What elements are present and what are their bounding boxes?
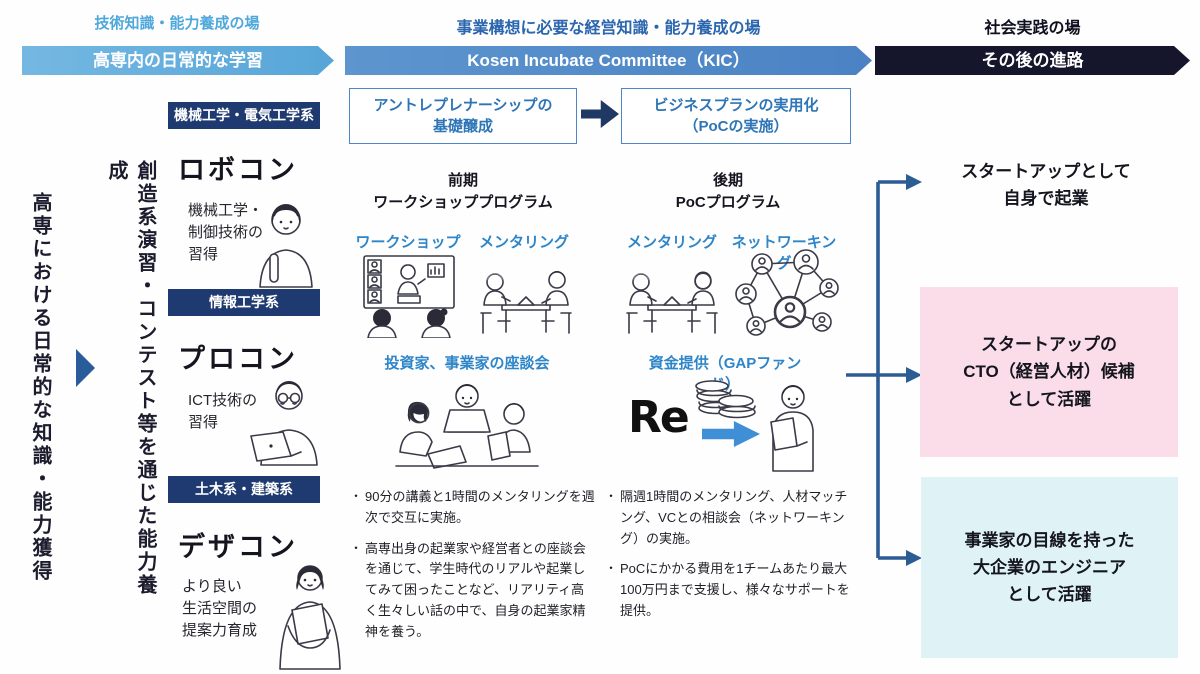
first-term-period: 前期 xyxy=(447,172,478,189)
phase3-header: 社会実践の場 xyxy=(984,20,1081,37)
workshop-illustration xyxy=(363,255,455,338)
bullet-item: PoCにかかる費用を1チームあたり最大100万円まで支援し、様々なサポートを提供… xyxy=(605,559,859,621)
re-logo: Re xyxy=(628,392,690,443)
networking-graph-illustration xyxy=(735,249,839,336)
procon-student-illustration xyxy=(250,381,318,466)
first-term-program: ワークショッププログラム xyxy=(373,193,553,211)
funding-arrow-icon xyxy=(702,421,760,447)
outcome-enterprise-engineer: 事業家の目線を持った 大企業のエンジニア として活躍 xyxy=(921,477,1178,658)
creative-training-vertical-label: 創造系演習・コンテスト等を通じた能力養成 xyxy=(105,160,156,597)
daily-knowledge-vertical-label: 高専における日常的な知識・能力獲得 xyxy=(29,192,51,583)
contest-title-dezacon: デザコン xyxy=(178,532,298,562)
second-term-mentoring-illustration xyxy=(626,271,718,334)
flow-box-business-plan: ビジネスプランの実用化 （PoCの実施） xyxy=(621,88,851,144)
second-term-program: PoCプログラム xyxy=(675,193,781,211)
second-term-activity2-label: ネットワーキング xyxy=(731,234,837,272)
second-term-activity1-label: メンタリング xyxy=(626,234,717,251)
coins-icon xyxy=(695,380,756,419)
badge-information-engineering: 情報工学系 xyxy=(168,289,320,316)
first-term-bullet-list: 90分の講義と1時間のメンタリングを週次で交互に実施。 高専出身の起業家や経営者… xyxy=(350,487,596,653)
funded-student-illustration xyxy=(770,385,814,472)
first-term-header: 前期 ワークショッププログラム xyxy=(343,170,583,214)
contest-desc-robocon: 機械工学・ 制御技術の 習得 xyxy=(188,202,264,263)
robocon-student-illustration xyxy=(259,204,313,288)
roundtable-feature-label: 投資家、事業家の座談会 xyxy=(384,355,550,372)
phase2-banner: Kosen Incubate Committee（KIC） xyxy=(345,46,872,75)
first-term-activity1-label: ワークショップ xyxy=(355,234,461,251)
outcome-startup-cto: スタートアップの CTO（経営人材）候補 として活躍 xyxy=(920,287,1178,457)
second-term-header: 後期 PoCプログラム xyxy=(608,170,848,214)
bullet-item: 隔週1時間のメンタリング、人材マッチング、VCとの相談会（ネットワーキング）の実… xyxy=(605,487,859,549)
second-term-period: 後期 xyxy=(712,172,743,189)
investor-roundtable-illustration xyxy=(395,384,539,469)
badge-civil-architecture: 土木系・建築系 xyxy=(168,476,320,503)
outcome-startup-founder: スタートアップとして 自身で起業 xyxy=(961,162,1131,209)
flow-box-entrepreneurship: アントレプレナーシップの 基礎醸成 xyxy=(349,88,577,144)
second-term-bullet-list: 隔週1時間のメンタリング、人材マッチング、VCとの相談会（ネットワーキング）の実… xyxy=(605,487,859,632)
first-term-activity2-label: メンタリング xyxy=(478,234,569,251)
flow-arrow-icon xyxy=(581,100,619,128)
first-term-mentoring-illustration xyxy=(480,271,572,334)
contest-title-procon: プロコン xyxy=(178,344,298,374)
bullet-item: 90分の講義と1時間のメンタリングを週次で交互に実施。 xyxy=(350,487,596,529)
contest-desc-dezacon: より良い 生活空間の 提案力育成 xyxy=(182,578,258,639)
dezacon-student-illustration xyxy=(279,565,341,670)
phase1-banner: 高専内の日常的な学習 xyxy=(22,46,334,75)
phase1-header: 技術知識・能力養成の場 xyxy=(94,15,260,32)
phase3-banner: その後の進路 xyxy=(875,46,1190,75)
bullet-item: 高専出身の起業家や経営者との座談会を通じて、学生時代のリアルや起業してみて困った… xyxy=(350,539,596,643)
phase2-header: 事業構想に必要な経営知識・能力養成の場 xyxy=(456,20,761,37)
outcome-branch-arrows xyxy=(846,174,922,566)
rail-arrow-icon xyxy=(76,349,95,387)
badge-mechanical-electrical: 機械工学・電気工学系 xyxy=(168,102,320,129)
contest-desc-procon: ICT技術の 習得 xyxy=(188,392,258,431)
contest-title-robocon: ロボコン xyxy=(178,155,298,185)
